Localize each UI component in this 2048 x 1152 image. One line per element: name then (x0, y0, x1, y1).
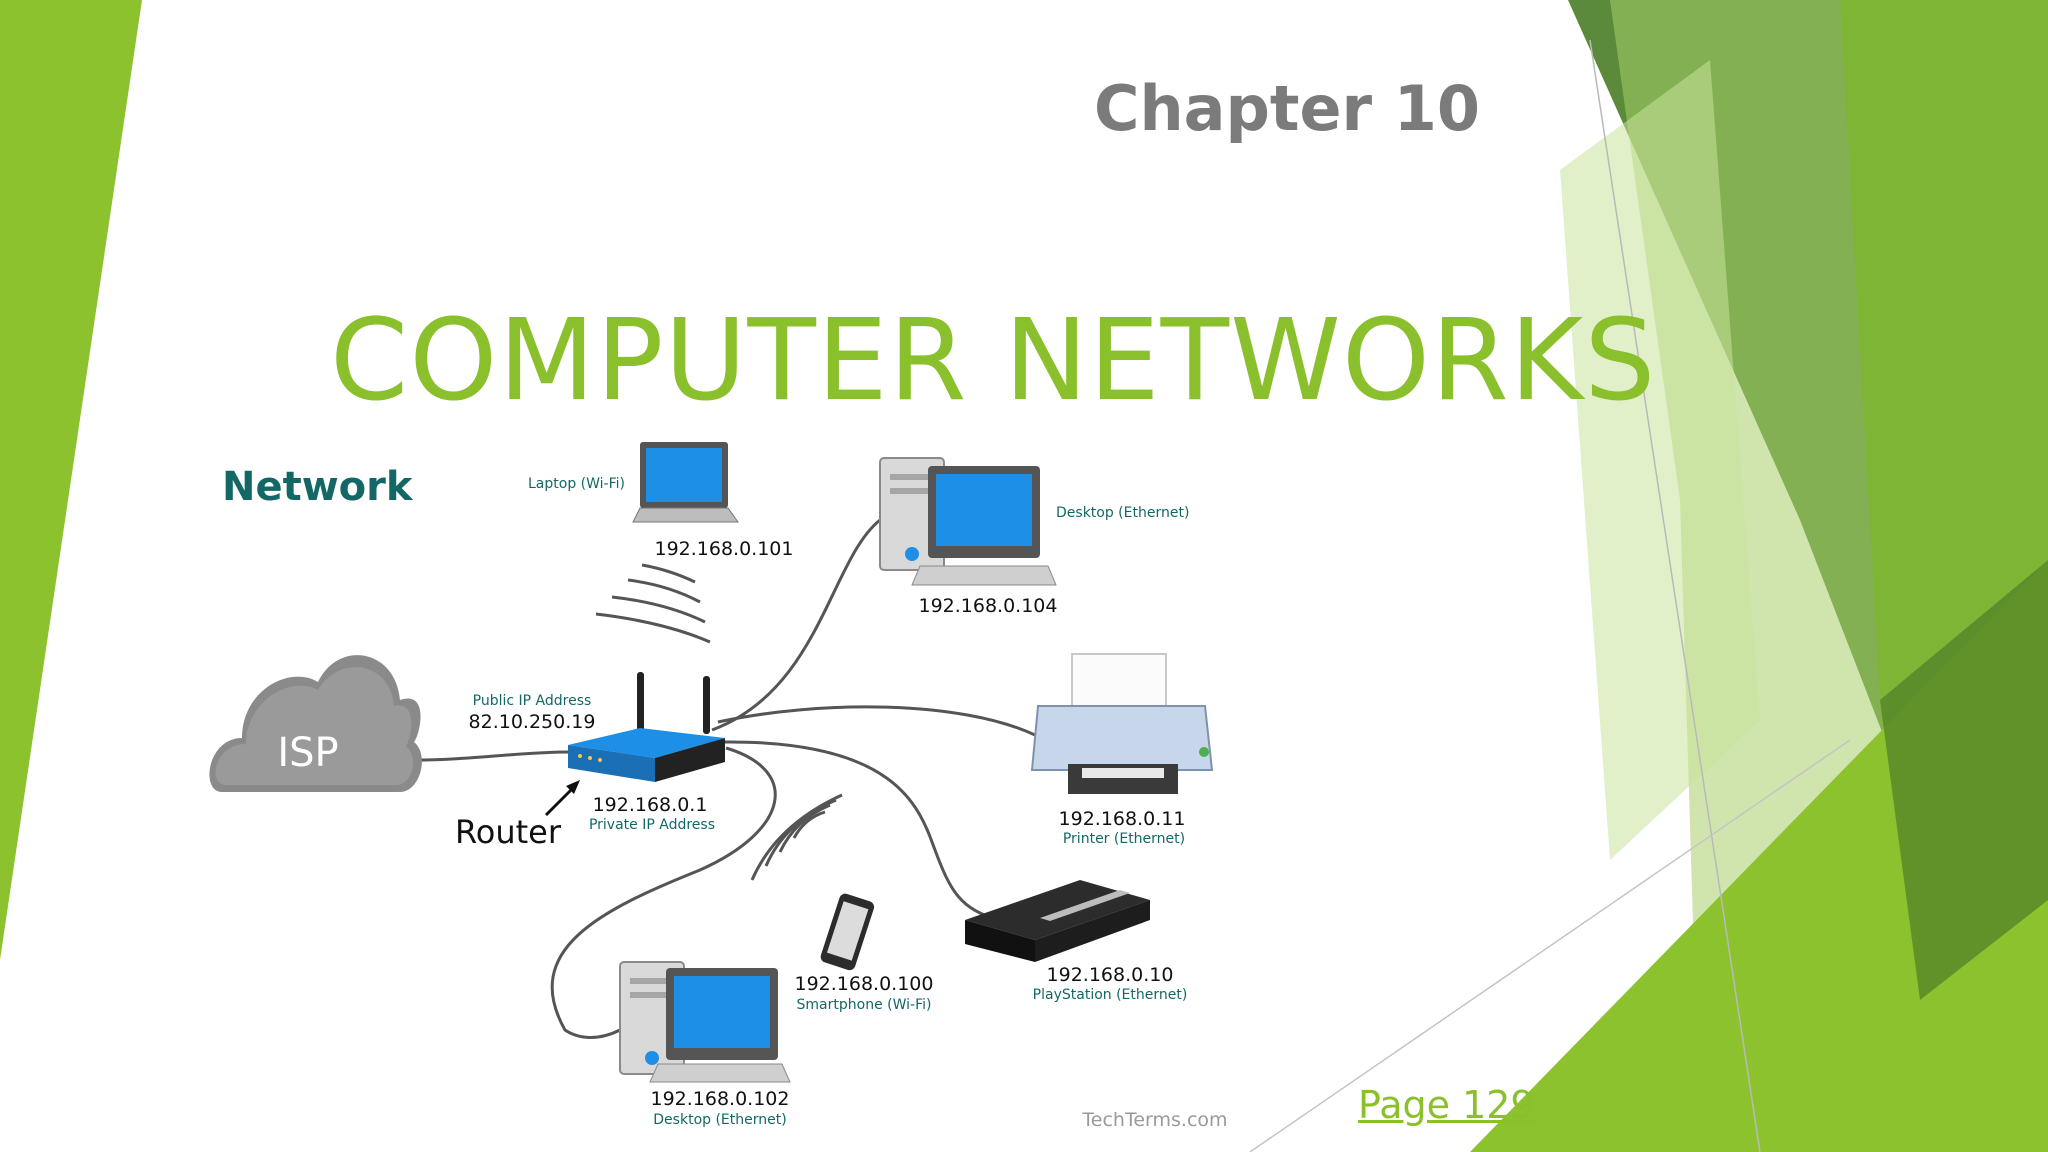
router-icon (568, 672, 725, 782)
laptop-ip: 192.168.0.101 (654, 538, 793, 560)
phone-screen (826, 901, 869, 961)
router-private-caption: Private IP Address (589, 817, 715, 833)
right-pale-shape (1560, 60, 1760, 860)
source-credit: TechTerms.com (1081, 1109, 1227, 1131)
cloud-inner (215, 667, 414, 785)
monitor-screen (674, 976, 770, 1048)
router-private-ip: 192.168.0.1 (593, 794, 708, 816)
console-side (1035, 900, 1150, 962)
right-deep-shape (1880, 560, 2048, 1000)
cables (414, 518, 1036, 1039)
isp-cloud: ISP (209, 655, 422, 792)
page-link[interactable]: Page 129 (1358, 1083, 1535, 1127)
desktop-bottom-ip: 192.168.0.102 (650, 1088, 789, 1110)
router-public-caption: Public IP Address (473, 693, 592, 709)
wifi-arc (627, 578, 701, 604)
wifi-arc (641, 563, 696, 584)
printer-ip: 192.168.0.11 (1059, 808, 1186, 830)
printer-icon (1030, 653, 1214, 794)
keyboard (911, 565, 1057, 586)
playstation-caption: PlayStation (Ethernet) (1033, 987, 1188, 1003)
printer-body (1030, 705, 1214, 771)
console-front (965, 920, 1035, 962)
console-stripe (1040, 890, 1130, 921)
left-green-shape (0, 0, 142, 960)
monitor-screen (936, 474, 1032, 546)
wifi-arc (595, 612, 711, 644)
desktop-top-caption: Desktop (Ethernet) (1056, 505, 1189, 521)
console-top (965, 880, 1150, 940)
laptop-base (632, 507, 739, 523)
wifi-arc (750, 793, 843, 881)
cable-router-playstation (721, 740, 1001, 922)
laptop-caption: Laptop (Wi-Fi) (528, 476, 625, 492)
wifi-arc (611, 595, 706, 624)
diagram-heading: Network (222, 464, 414, 510)
wifi-arc (778, 803, 831, 853)
wifi-arc (764, 798, 837, 867)
cable-router-desktop-bottom (550, 746, 777, 1039)
thin-line-1 (1589, 39, 1761, 1152)
antenna (637, 672, 644, 734)
printer-caption: Printer (Ethernet) (1063, 831, 1185, 847)
laptop-icon (632, 442, 739, 523)
wifi-waves-phone (750, 793, 843, 881)
playstation-ip: 192.168.0.10 (1047, 964, 1174, 986)
keyboard (649, 1063, 791, 1083)
router-front (568, 745, 655, 782)
antenna (703, 676, 710, 734)
router-label: Router (455, 813, 562, 851)
cable-router-desktop-top (711, 518, 881, 732)
wifi-waves-laptop (595, 563, 711, 644)
smartphone-ip: 192.168.0.100 (794, 973, 933, 995)
smartphone-caption: Smartphone (Wi-Fi) (797, 997, 932, 1013)
paper (1071, 653, 1167, 709)
slide-title: COMPUTER NETWORKS (330, 296, 1657, 426)
router-side (655, 738, 725, 782)
cable-router-printer (717, 705, 1036, 737)
router-top (568, 728, 725, 758)
chapter-label: Chapter 10 (1094, 72, 1480, 145)
isp-label: ISP (277, 730, 338, 776)
desktop-bottom-caption: Desktop (Ethernet) (653, 1112, 786, 1128)
desktop-top-icon (879, 457, 1057, 586)
laptop-screen (646, 448, 722, 502)
router-arrow (544, 784, 577, 817)
desktop-top-ip: 192.168.0.104 (918, 595, 1057, 617)
cable-isp-router (414, 750, 571, 762)
wifi-arc (792, 810, 826, 839)
thin-line-2 (1249, 739, 1851, 1152)
router-arrow-head (566, 780, 580, 794)
playstation-icon (965, 880, 1150, 962)
router-public-ip: 82.10.250.19 (469, 711, 596, 733)
smartphone-icon (820, 893, 875, 971)
desktop-bottom-icon (619, 961, 791, 1083)
